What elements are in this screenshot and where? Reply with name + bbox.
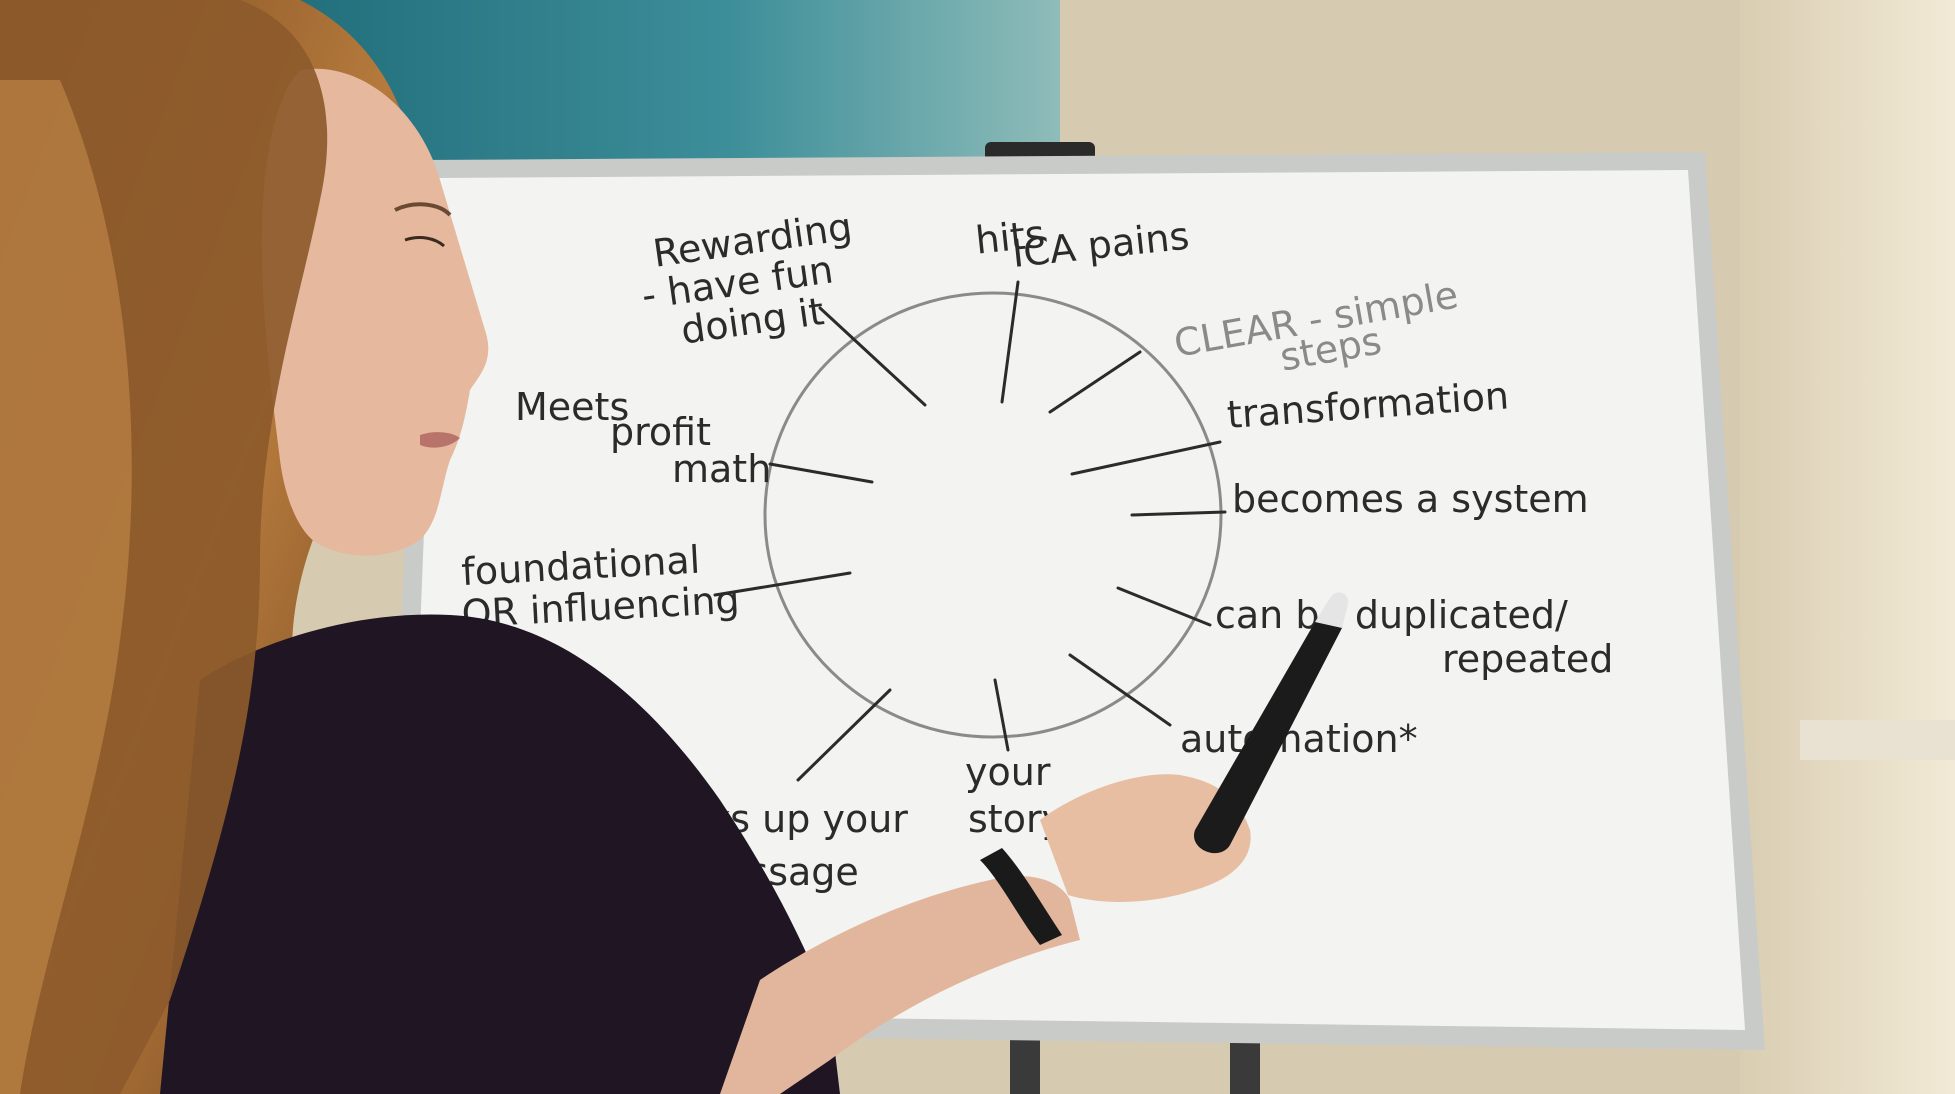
window-light — [1740, 0, 1955, 1094]
label-text: Meets — [515, 385, 629, 429]
label-text: profit — [610, 410, 711, 454]
spoke-line — [1048, 350, 1142, 414]
spoke-line — [993, 678, 1010, 752]
spoke-line — [1130, 510, 1227, 517]
bracelet-icon — [980, 848, 1062, 945]
label-clear: CLEAR - simple steps — [1171, 273, 1462, 380]
spoke-line — [1070, 440, 1222, 476]
spoke-line — [713, 571, 852, 597]
label-automation: automation* — [1180, 717, 1418, 761]
label-meets-profit: Meets profit math — [515, 385, 771, 491]
spoke-line — [768, 462, 874, 484]
eye — [404, 236, 445, 248]
marker-icon — [1194, 611, 1343, 854]
shirt — [160, 614, 840, 1094]
label-text: repeated — [1442, 637, 1613, 681]
label-text: can be duplicated/ — [1215, 593, 1568, 637]
lips — [420, 432, 460, 448]
label-your-story: your story — [965, 750, 1064, 841]
arm — [720, 876, 1080, 1094]
hair-strand — [0, 80, 132, 1094]
whiteboard-surface — [405, 170, 1745, 1030]
label-foundational: foundational OR influencing — [460, 538, 740, 636]
spoke-line — [796, 688, 892, 782]
window-sill — [1800, 720, 1955, 760]
spoke-line — [818, 306, 927, 407]
label-becomes-system: becomes a system — [1232, 477, 1589, 521]
person — [0, 0, 1349, 1094]
eyebrow — [394, 202, 452, 217]
spoke-line — [1000, 280, 1020, 404]
spoke-line — [1068, 653, 1172, 727]
easel-leg — [1230, 1040, 1260, 1094]
label-text: hits — [973, 212, 1047, 263]
diagram-circle — [763, 291, 1223, 739]
label-text: math — [672, 447, 771, 491]
hand — [1040, 774, 1251, 902]
spoke-line — [1116, 586, 1212, 627]
marker-cap-icon — [1315, 592, 1349, 628]
label-duplicated: can be duplicated/ repeated — [1215, 593, 1613, 681]
label-text: your — [965, 750, 1051, 794]
